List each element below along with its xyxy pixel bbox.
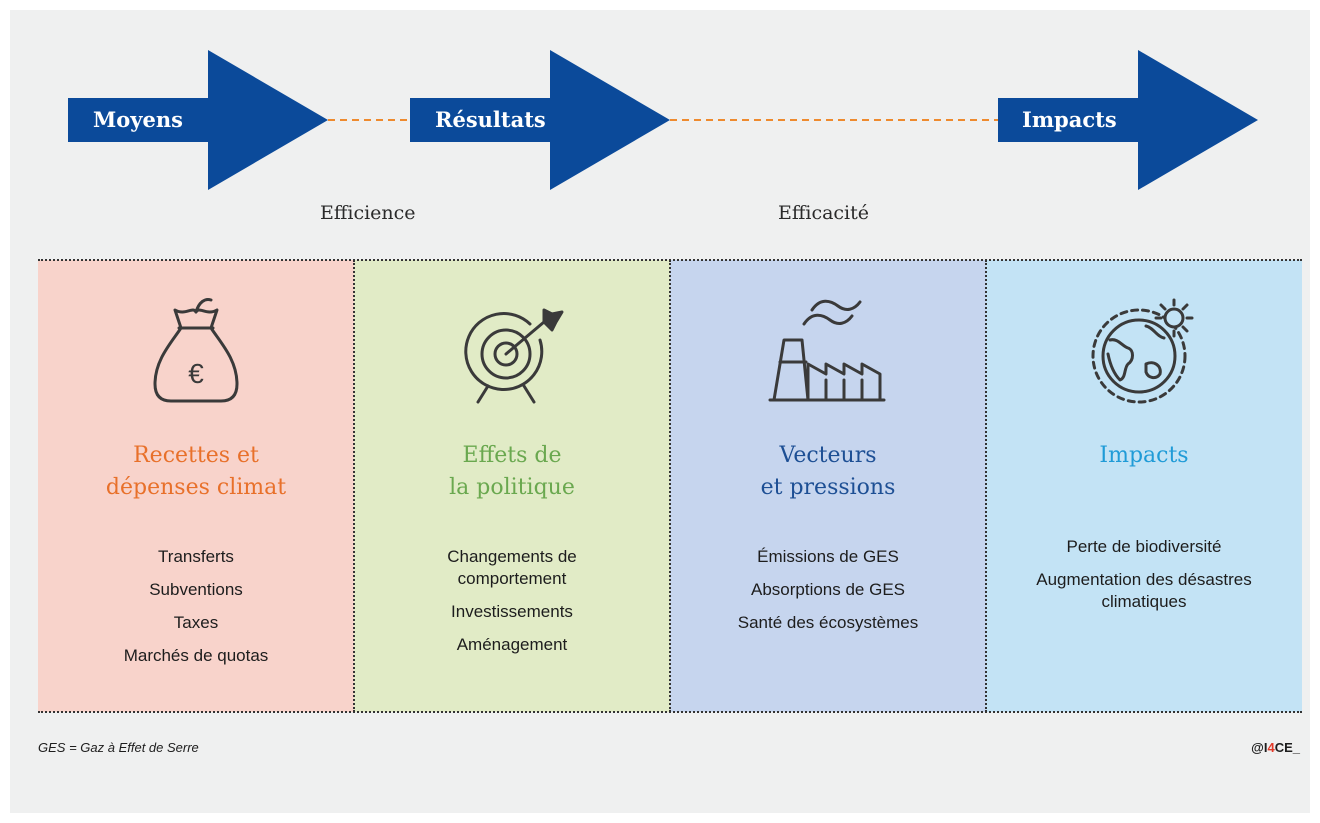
panel-title-line: dépenses climat: [105, 475, 287, 500]
column-divider-3: [985, 260, 987, 712]
column-divider-2: [669, 260, 671, 712]
panel-items-effets: Changements de comportement Investisseme…: [404, 546, 620, 667]
arrow-shape-resultats: [410, 50, 670, 190]
euro-symbol: €: [188, 358, 204, 389]
panel-title-line: Recettes et: [133, 443, 259, 468]
list-item: Absorptions de GES: [750, 580, 906, 599]
arrow-shape-moyens: [68, 50, 328, 190]
factory-pollution-icon: [768, 299, 886, 402]
panel-title-vecteurs: Vecteurs et pressions: [670, 440, 986, 504]
money-bag-euro-icon: €: [153, 298, 239, 403]
list-item: Perte de biodiversité: [1066, 537, 1222, 556]
list-item: Changements de comportement: [447, 547, 577, 588]
list-item: Marchés de quotas: [123, 646, 269, 665]
panel-vecteurs: Vecteurs et pressions Émissions de GES A…: [670, 260, 986, 712]
credit-prefix: @I: [1251, 740, 1268, 755]
list-item: Aménagement: [456, 635, 568, 654]
panel-items-vecteurs: Émissions de GES Absorptions de GES Sant…: [670, 546, 986, 645]
bottom-dotted-divider: [38, 711, 1302, 713]
target-dart-icon: [464, 308, 564, 404]
panel-impacts: Impacts Perte de biodiversité Augmentati…: [986, 260, 1302, 712]
list-item: Transferts: [158, 547, 234, 566]
panel-title-line: Vecteurs: [779, 443, 877, 468]
arrow-label-impacts: Impacts: [1022, 107, 1117, 132]
panel-title-impacts: Impacts: [986, 440, 1302, 472]
panel-items-impacts: Perte de biodiversité Augmentation des d…: [1036, 536, 1252, 624]
column-divider-1: [353, 260, 355, 712]
list-item: Investissements: [451, 602, 573, 621]
panel-title-line: Effets de: [462, 443, 562, 468]
flow-graphic: [68, 50, 1258, 190]
arrow-shape-impacts: [998, 50, 1258, 190]
panel-items-recettes: Transferts Subventions Taxes Marchés de …: [38, 546, 354, 678]
panel-title-effets: Effets de la politique: [354, 440, 670, 504]
panel-row: € Recettes et dépenses climat Transferts…: [38, 260, 1302, 712]
credit-accent: 4: [1267, 740, 1275, 755]
list-item: Émissions de GES: [757, 547, 899, 566]
arrow-label-moyens: Moyens: [93, 107, 183, 132]
panel-effets: Effets de la politique Changements de co…: [354, 260, 670, 712]
panel-recettes: € Recettes et dépenses climat Transferts…: [38, 260, 354, 712]
footnote: GES = Gaz à Effet de Serre: [38, 740, 199, 755]
credit-handle: @I4CE_: [1251, 740, 1300, 755]
list-item: Augmentation des désastres climatiques: [1036, 570, 1252, 611]
measure-label-efficience: Efficience: [320, 202, 416, 224]
diagram-canvas: Moyens Résultats Impacts Efficience Effi…: [10, 10, 1310, 813]
credit-suffix: CE_: [1274, 740, 1300, 755]
list-item: Taxes: [173, 613, 219, 632]
list-item: Subventions: [149, 580, 243, 599]
panel-title-recettes: Recettes et dépenses climat: [38, 440, 354, 504]
panel-title-line: et pressions: [760, 475, 896, 500]
measure-label-efficacite: Efficacité: [778, 202, 870, 224]
panel-title-line: la politique: [449, 475, 575, 500]
panel-title-line: Impacts: [1099, 443, 1189, 468]
earth-sun-icon: [1091, 298, 1194, 404]
arrow-label-resultats: Résultats: [435, 107, 546, 132]
list-item: Santé des écosystèmes: [737, 613, 919, 632]
